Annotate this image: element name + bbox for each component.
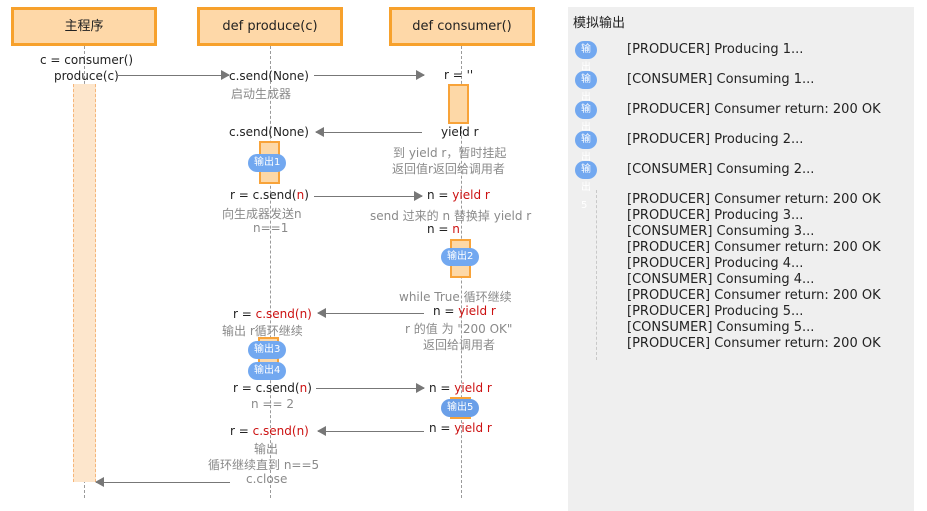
remaining-output-list: [PRODUCER] Consumer return: 200 OK [PROD…	[627, 192, 881, 352]
label-c-close: c.close	[246, 472, 288, 486]
simulated-output-panel: 模拟输出 输出1 [PRODUCER] Producing 1... 输出2 […	[568, 7, 914, 511]
output-badge: 输出5	[575, 161, 597, 211]
label-n-yield-2: n = yield r	[433, 304, 496, 318]
output-badge-4: 输出4	[248, 362, 287, 380]
output-badge-2: 输出2	[441, 248, 480, 266]
remaining-output-line: [CONSUMER] Consuming 3...	[627, 224, 815, 239]
consumer-header: def consumer()	[389, 7, 535, 46]
label-yield-r: yield r	[441, 125, 479, 139]
label-n-equals-n: n = n	[427, 222, 460, 236]
output-badge-5: 输出5	[441, 399, 480, 417]
label-send-to-generator: 向生成器发送n	[222, 207, 302, 221]
output-text: [PRODUCER] Consumer return: 200 OK	[627, 102, 881, 117]
consumer-activation-1	[448, 84, 469, 124]
label-r-send-n-3: r = c.send(n)	[233, 381, 312, 395]
output-badge: 输出1	[575, 41, 597, 91]
label-while-true: while True 循环继续	[399, 290, 512, 304]
arrow-send-n-1	[314, 191, 423, 201]
label-to-yield-2: 返回值r返回给调用者	[392, 162, 505, 176]
main-line-consumer: c = consumer()	[40, 53, 134, 67]
arrow-send-n-2	[316, 383, 425, 393]
label-n-yield-1: n = yield r	[427, 188, 490, 202]
label-return-to-caller: 返回给调用者	[423, 338, 496, 352]
remaining-output-line: [PRODUCER] Producing 5...	[627, 304, 804, 319]
arrow-send-none-to-consumer	[314, 70, 425, 80]
label-send-none-2: c.send(None)	[229, 125, 309, 139]
remaining-output-line: [CONSUMER] Consuming 5...	[627, 320, 815, 335]
output-badge-3: 输出3	[248, 341, 287, 359]
label-replace-yield: send 过来的 n 替换掉 yield r	[370, 209, 532, 223]
remaining-output-line: [CONSUMER] Consuming 4...	[627, 272, 815, 287]
label-n-equals-2: n == 2	[251, 397, 294, 411]
label-output: 输出	[254, 442, 279, 456]
panel-title: 模拟输出	[573, 16, 626, 31]
arrow-close-return	[95, 477, 230, 487]
label-n-equals-1: n==1	[253, 221, 289, 235]
remaining-output-divider	[596, 190, 597, 360]
output-text: [CONSUMER] Consuming 2...	[627, 162, 815, 177]
output-badge: 输出4	[575, 131, 597, 181]
output-text: [CONSUMER] Consuming 1...	[627, 72, 815, 87]
main-activation	[73, 84, 96, 482]
main-program-header: 主程序	[11, 7, 157, 46]
output-text: [PRODUCER] Producing 1...	[627, 42, 804, 57]
produce-header: def produce(c)	[197, 7, 343, 46]
remaining-output-line: [PRODUCER] Producing 3...	[627, 208, 804, 223]
label-n-yield-4: n = yield r	[429, 421, 492, 435]
label-r-send-n-2: r = c.send(n)	[233, 307, 312, 321]
output-badge-1: 输出1	[248, 154, 287, 172]
arrow-return-2	[317, 426, 424, 436]
label-n-yield-3: n = yield r	[429, 381, 492, 395]
output-badge: 输出2	[575, 71, 597, 121]
output-badge: 输出3	[575, 101, 597, 151]
label-send-none-1: c.send(None)	[229, 69, 309, 83]
label-output-r-loop: 输出 r循环继续	[222, 324, 303, 338]
output-text: [PRODUCER] Producing 2...	[627, 132, 804, 147]
label-r-send-n-1: r = c.send(n)	[230, 188, 309, 202]
remaining-output-line: [PRODUCER] Consumer return: 200 OK	[627, 192, 881, 207]
remaining-output-line: [PRODUCER] Producing 4...	[627, 256, 804, 271]
label-r-send-n-4: r = c.send(n)	[230, 424, 309, 438]
arrow-yield-return	[315, 127, 422, 137]
arrow-produce-call	[116, 70, 230, 80]
remaining-output-line: [PRODUCER] Consumer return: 200 OK	[627, 288, 881, 303]
remaining-output-line: [PRODUCER] Consumer return: 200 OK	[627, 336, 881, 351]
label-start-generator: 启动生成器	[231, 87, 292, 101]
main-line-produce: produce(c)	[54, 69, 119, 83]
label-r-value: r 的值 为 "200 OK"	[405, 322, 513, 336]
label-r-empty: r = ''	[444, 68, 474, 82]
arrow-return-200-ok	[317, 308, 424, 318]
remaining-output-line: [PRODUCER] Consumer return: 200 OK	[627, 240, 881, 255]
produce-lifeline	[270, 46, 271, 498]
label-loop-until: 循环继续直到 n==5	[208, 458, 320, 472]
label-to-yield-1: 到 yield r，暂时挂起	[393, 146, 507, 160]
